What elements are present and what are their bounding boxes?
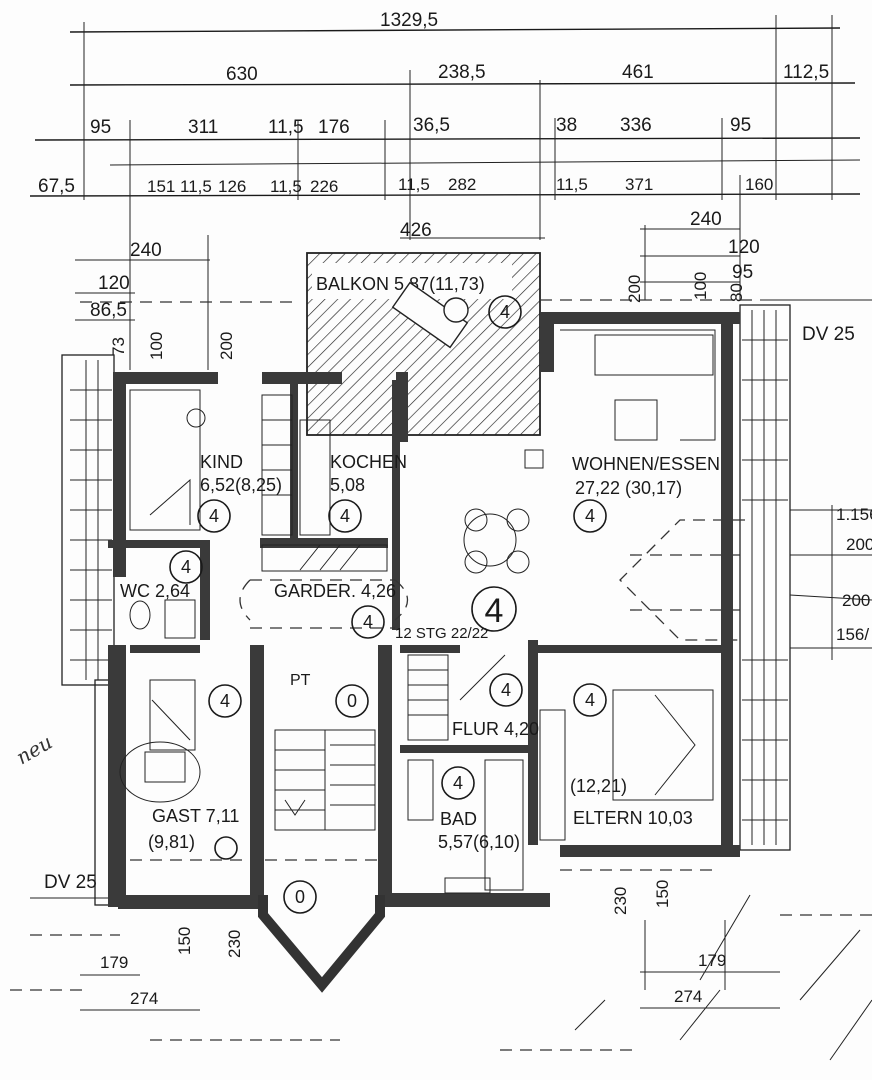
dim-115d: 11,5 [398,175,430,194]
dim-461: 461 [622,62,654,83]
wohnen-area: 27,22 (30,17) [575,478,682,498]
dim-left-240: 240 [130,240,162,261]
dim-right-80: 80 [727,283,746,302]
dim-bl-150: 150 [175,927,194,955]
kind-area: 6,52(8,25) [200,475,282,495]
dim-left-120: 120 [98,273,130,294]
marker-wohnen: 4 [585,506,595,526]
dim-200b: 200 [842,591,870,610]
dim-176: 176 [318,117,350,138]
kochen-label: KOCHEN [330,452,407,472]
dim-151: 151 [147,177,175,196]
dv-left: DV 25 [44,872,97,893]
marker-kochen: 4 [340,506,350,526]
dimension-labels: 1329,5 630 238,5 461 112,5 95 311 11,5 1… [30,10,872,1011]
dim-95b: 95 [730,115,751,136]
dim-br-230: 230 [611,887,630,915]
dv-right: DV 25 [802,324,855,345]
dim-426: 426 [400,220,432,241]
garder-label: GARDER. 4,26 [274,581,396,601]
dim-right-100: 100 [691,272,710,300]
roof-slope-right [739,304,791,851]
dim-371: 371 [625,175,653,194]
dim-115e: 11,5 [556,175,588,194]
dim-1156: 1.156 [836,505,872,524]
marker-flur: 4 [501,680,511,700]
bad-area: 5,57(6,10) [438,832,520,852]
dim-right-95: 95 [732,262,753,283]
dim-bl-274: 274 [130,989,158,1008]
entrance-bay [258,895,385,993]
handnote: neu [12,730,57,770]
dim-282: 282 [448,175,476,194]
furniture [119,329,716,894]
dim-bl-230: 230 [225,930,244,958]
marker-kind: 4 [209,506,219,526]
marker-gast: 4 [220,691,230,711]
handnote-circle [119,741,201,803]
room-labels: KIND 6,52(8,25) KOCHEN 5,08 WOHNEN/ESSEN… [12,452,720,852]
dim-126: 126 [218,177,246,196]
dim-115c: 11,5 [270,177,302,196]
marker-balkon: 4 [500,302,510,322]
dim-226: 226 [310,177,338,196]
flur-label: FLUR 4,20 [452,719,539,739]
dim-630: 630 [226,64,258,85]
dim-115a: 11,5 [268,117,304,138]
dim-160: 160 [745,175,773,194]
dim-right-120: 120 [728,237,760,258]
dim-br-150: 150 [653,880,672,908]
dim-311: 311 [188,117,218,138]
dim-2385: 238,5 [438,62,486,83]
marker-stairwell: 0 [347,691,357,711]
dim-95a: 95 [90,117,111,138]
dim-365: 36,5 [413,115,450,136]
dim-left-100: 100 [147,332,166,360]
dim-total: 1329,5 [380,10,438,31]
dim-675: 67,5 [38,176,75,197]
kochen-area: 5,08 [330,475,365,495]
marker-big: 4 [485,592,504,630]
dim-left-73: 73 [109,337,128,356]
bad-label: BAD [440,809,477,829]
balcony: BALKON 5,87(11,73) [306,252,541,436]
dim-200a: 200 [846,535,872,554]
stairs-label: 12 STG 22/22 [395,625,488,642]
dim-bl-179: 179 [100,953,128,972]
dim-1125: 112,5 [783,62,829,83]
marker-bad: 4 [453,773,463,793]
kind-label: KIND [200,452,243,472]
wohnen-label: WOHNEN/ESSEN [572,454,720,474]
walls [108,312,740,909]
dimension-lines [29,15,872,990]
sketch-lines [10,869,872,1061]
marker-entrance: 0 [295,887,305,907]
dim-br-179: 179 [698,951,726,970]
dim-115b: 11,5 [180,177,212,196]
dim-right-200: 200 [625,275,644,303]
dim-336: 336 [620,115,652,136]
marker-wc: 4 [181,557,191,577]
gast-area: (9,81) [148,832,195,852]
markers: 4 4 4 4 4 4 4 4 4 4 4 0 0 [169,295,607,914]
dim-br-274: 274 [674,987,702,1006]
pt-label: PT [290,672,311,689]
gast-label: GAST 7,11 [152,806,239,826]
dim-left-865: 86,5 [90,300,127,321]
balkon-label: BALKON 5,87(11,73) [316,274,485,294]
dim-38: 38 [556,115,577,136]
dim-156: 156/ [836,625,869,644]
marker-eltern: 4 [585,690,595,710]
dim-right-240: 240 [690,209,722,230]
dim-left-200: 200 [217,332,236,360]
eltern-paren: (12,21) [570,776,627,796]
wc-label: WC 2,64 [120,581,190,601]
marker-garder: 4 [363,612,373,632]
eltern-label: ELTERN 10,03 [573,808,693,828]
